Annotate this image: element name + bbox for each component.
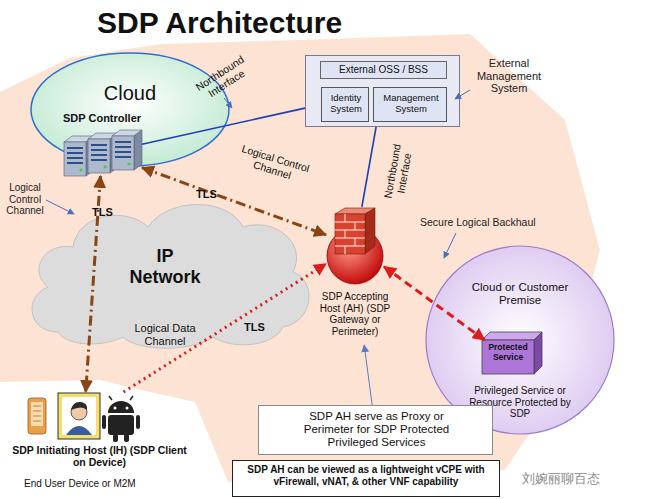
box-top-face: [482, 332, 542, 340]
sdp-controller: SDP Controller: [55, 112, 165, 178]
sdp-accepting-host: SDP Accepting Host (AH) (SDP Gateway or …: [300, 207, 410, 345]
firewall-icon: [327, 208, 383, 284]
region-outline: [31, 53, 229, 166]
cloud-outline: [32, 205, 309, 349]
annotation-label: Logical Control Channel: [0, 182, 50, 217]
connector-label: TLS: [92, 206, 122, 219]
node-label: SDP AH serve as Proxy or Perimeter for S…: [289, 410, 464, 450]
connector-line: [384, 267, 485, 340]
node-label: Cloud: [88, 82, 172, 105]
node-label: IP Network: [125, 246, 205, 287]
user-icon: [58, 393, 100, 439]
node-label: Protected Service: [482, 343, 534, 363]
server-icon: [112, 130, 142, 170]
annotation-label: External Management System: [466, 57, 552, 95]
node-label: Cloud or Customer Premise: [465, 281, 575, 307]
leader-line: [46, 200, 74, 214]
icon-anchor: [326, 207, 384, 284]
note-box: SDP AH can be viewed as a lightweight vC…: [232, 460, 500, 497]
box-front-face: [482, 340, 534, 374]
node-label: SDP Initiating Host (IH) (SDP Client on …: [12, 444, 187, 468]
server-icon: [64, 136, 94, 176]
node-label: SDP AH can be viewed as a lightweight vC…: [235, 464, 497, 487]
icon-anchor: [62, 130, 142, 176]
management-system: Management System: [373, 87, 447, 122]
ip-network-cloud: IP NetworkLogical Data Channel: [18, 182, 318, 352]
protected-service-box: Protected Service: [482, 340, 534, 374]
connector-line: [142, 108, 305, 144]
node-label: External OSS / BSS: [320, 61, 447, 79]
connector-label: Northbound Interface: [183, 46, 263, 110]
node-label: End User Device or M2M: [24, 478, 184, 490]
diagram-title: SDP Architecture: [97, 6, 342, 41]
watermark: 刘婉丽聊百态: [522, 472, 642, 487]
note-box: SDP AH serve as Proxy or Perimeter for S…: [258, 405, 493, 455]
connector-line: [364, 345, 372, 405]
node-label: Logical Data Channel: [125, 322, 205, 347]
connector-label: Northbound Interface: [381, 139, 416, 204]
leader-line: [444, 233, 456, 258]
server-icon: [88, 133, 118, 173]
node-label: Identity System: [322, 93, 370, 115]
sdp-initiating-host: SDP Initiating Host (IH) (SDP Client on …: [12, 390, 187, 496]
box-side-face: [534, 332, 542, 374]
leader-line: [224, 98, 232, 108]
connector-line: [362, 127, 376, 207]
identity-system: Identity System: [321, 87, 369, 122]
oss-bss-system: External OSS / BSS Identity SystemManagem…: [305, 55, 460, 127]
node-label: Management System: [374, 93, 448, 115]
connector-label: Logical Control Channel: [232, 141, 316, 187]
icon-anchor: [26, 392, 142, 442]
leader-line: [455, 90, 470, 99]
connector-line: [142, 168, 326, 235]
cloud-region-outline: [30, 52, 230, 167]
phone-icon: [28, 398, 46, 434]
android-icon: [102, 396, 140, 442]
node-label: SDP Controller: [63, 112, 163, 125]
annotation-label: Secure Logical Backhaul: [420, 216, 544, 228]
connector-line: [124, 264, 326, 392]
connector-label: TLS: [244, 321, 274, 334]
cloud-region: CloudSDP Controller: [30, 52, 230, 167]
protocol-label: TLS: [196, 188, 226, 201]
node-label: SDP Accepting Host (AH) (SDP Gateway or …: [318, 291, 392, 337]
